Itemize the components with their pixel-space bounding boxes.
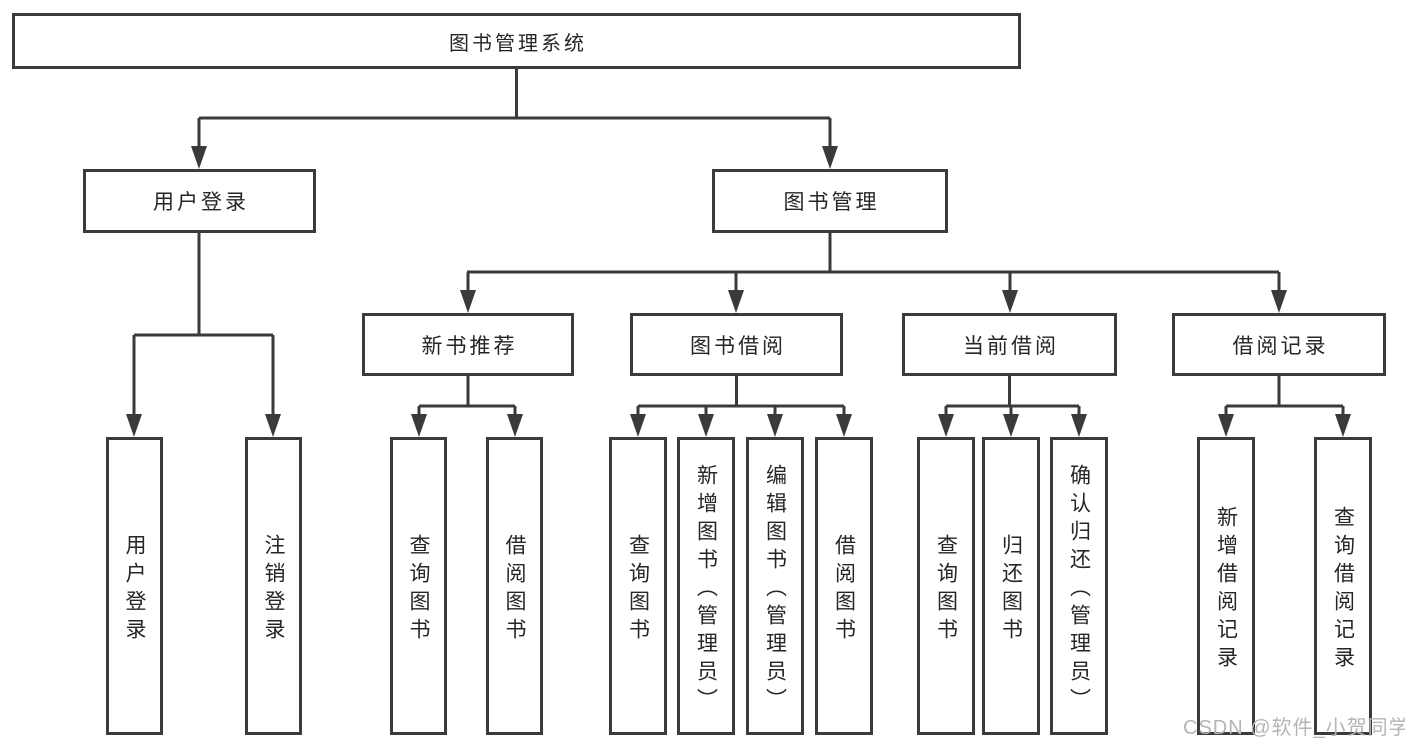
leaf-query-books-current: 查询图书: [917, 437, 975, 735]
leaf-label: 借阅图书: [503, 533, 526, 646]
arrowhead-down-icon: [1071, 414, 1087, 437]
arrowhead-down-icon: [938, 414, 954, 437]
leaf-return-books: 归还图书: [982, 437, 1040, 735]
node-current-borrowing: 当前借阅: [902, 313, 1117, 376]
arrowhead-down-icon: [767, 414, 783, 437]
leaf-add-borrow-record: 新增借阅记录: [1197, 437, 1255, 735]
leaf-label: 归还图书: [999, 533, 1023, 646]
arrowhead-down-icon: [1335, 414, 1351, 437]
leaf-label: 查询借阅记录: [1331, 505, 1355, 674]
node-label: 借阅记录: [1232, 334, 1329, 358]
node-book-management: 图书管理: [712, 169, 948, 233]
arrowhead-down-icon: [698, 414, 714, 437]
leaf-label: 新增图书（管理员）: [694, 463, 718, 716]
csdn-watermark: CSDN @软件_小贺同学: [1183, 717, 1405, 739]
node-label: 用户登录: [153, 191, 249, 214]
leaf-label: 查询图书: [934, 533, 958, 646]
leaf-borrow-books: 借阅图书: [815, 437, 873, 735]
connector-borrow-record-to-leaves: [1224, 376, 1345, 418]
leaf-label: 新增借阅记录: [1214, 505, 1238, 674]
arrowheads: [126, 146, 1351, 437]
leaf-logout: 注销登录: [245, 437, 302, 735]
arrowhead-down-icon: [728, 290, 744, 313]
leaf-user-login: 用户登录: [106, 437, 163, 735]
arrowhead-down-icon: [126, 414, 142, 437]
node-library-management-system: 图书管理系统: [12, 13, 1021, 69]
leaf-query-borrow-record: 查询借阅记录: [1314, 437, 1372, 735]
leaf-label: 查询图书: [407, 533, 430, 646]
leaf-label: 借阅图书: [832, 533, 856, 646]
node-user-login: 用户登录: [83, 169, 316, 233]
arrowhead-down-icon: [191, 146, 207, 169]
arrowhead-down-icon: [822, 146, 838, 169]
leaf-borrow-books-recommend: 借阅图书: [486, 437, 543, 735]
arrowhead-down-icon: [265, 414, 281, 437]
leaf-label: 查询图书: [626, 533, 650, 646]
arrowhead-down-icon: [507, 414, 523, 437]
leaf-add-books-admin: 新增图书（管理员）: [677, 437, 735, 735]
leaf-label: 编辑图书（管理员）: [763, 463, 787, 716]
leaf-label: 用户登录: [123, 533, 146, 646]
arrowhead-down-icon: [1003, 414, 1019, 437]
node-book-borrowing: 图书借阅: [630, 313, 843, 376]
leaf-query-books-borrowing: 查询图书: [609, 437, 667, 735]
leaf-confirm-return-admin: 确认归还（管理员）: [1050, 437, 1108, 735]
arrowhead-down-icon: [1271, 290, 1287, 313]
node-borrowing-records: 借阅记录: [1172, 313, 1386, 376]
node-label: 图书借阅: [690, 334, 786, 358]
connector-root-to-level2: [197, 69, 832, 150]
node-label: 当前借阅: [963, 334, 1059, 358]
arrowhead-down-icon: [460, 290, 476, 313]
arrowhead-down-icon: [1002, 290, 1018, 313]
connector-current-borrow-to-leaves: [944, 376, 1081, 418]
connector-user-login-to-leaves: [132, 233, 275, 418]
arrowhead-down-icon: [411, 414, 427, 437]
arrowhead-down-icon: [836, 414, 852, 437]
node-label: 新书推荐: [421, 334, 518, 358]
leaf-label: 注销登录: [262, 533, 285, 646]
connector-new-book-to-leaves: [417, 376, 517, 418]
leaf-query-books-recommend: 查询图书: [390, 437, 447, 735]
leaf-label: 确认归还（管理员）: [1067, 463, 1091, 716]
node-label: 图书管理系统: [449, 32, 587, 55]
node-label: 图书管理: [783, 191, 880, 214]
connector-book-borrow-to-leaves: [636, 376, 846, 418]
leaf-edit-books-admin: 编辑图书（管理员）: [746, 437, 804, 735]
node-new-book-recommend: 新书推荐: [362, 313, 574, 376]
arrowhead-down-icon: [630, 414, 646, 437]
connector-book-mgmt-to-level3: [466, 233, 1281, 294]
arrowhead-down-icon: [1218, 414, 1234, 437]
